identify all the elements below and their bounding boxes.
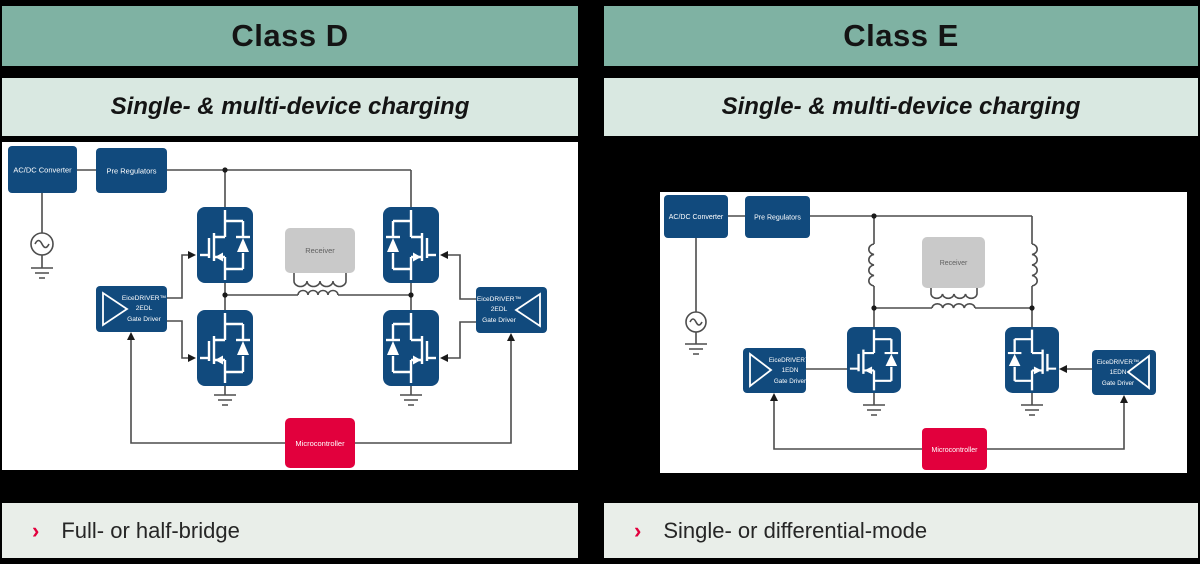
class-e-footer: › Single- or differential-mode xyxy=(604,503,1198,558)
class-e-header: Class E xyxy=(604,6,1198,66)
mosfet-block xyxy=(383,310,439,386)
svg-text:Gate Driver: Gate Driver xyxy=(774,378,806,385)
class-d-junctions xyxy=(127,167,515,362)
driver-triangle-icon xyxy=(102,291,129,327)
driver-triangle-icon xyxy=(749,352,773,388)
receiver-block: Receiver xyxy=(922,237,985,288)
svg-text:Gate Driver: Gate Driver xyxy=(482,317,517,324)
class-e-footer-text: Single- or differential-mode xyxy=(663,517,928,543)
svg-text:AC/DC Converter: AC/DC Converter xyxy=(13,166,72,175)
svg-text:Gate Driver: Gate Driver xyxy=(127,316,162,323)
microcontroller-block: Microcontroller xyxy=(922,428,987,470)
microcontroller-block: Microcontroller xyxy=(285,418,355,468)
svg-text:EiceDRIVER™: EiceDRIVER™ xyxy=(477,296,521,303)
transformer-primary-coil xyxy=(931,303,976,309)
class-e-diagram-panel: AC/DC Converter Pre Regulators Receiver … xyxy=(660,192,1187,473)
pre-regulators-block: Pre Regulators xyxy=(96,148,167,193)
ground-symbol xyxy=(863,404,885,416)
mosfet-block xyxy=(383,207,439,283)
chevron-bullet-icon: › xyxy=(634,517,642,543)
class-e-junctions xyxy=(770,213,1128,403)
ground-symbol xyxy=(685,343,707,355)
acdc-converter-block: AC/DC Converter xyxy=(664,195,728,238)
ground-symbol xyxy=(400,394,422,406)
svg-text:AC/DC Converter: AC/DC Converter xyxy=(669,214,724,221)
mosfet-block xyxy=(847,327,901,393)
class-d-header: Class D xyxy=(2,6,578,66)
ground-symbol xyxy=(31,267,53,279)
driver-triangle-icon xyxy=(1126,354,1150,390)
svg-text:Receiver: Receiver xyxy=(940,260,968,267)
class-d-footer: › Full- or half-bridge xyxy=(2,503,578,558)
svg-text:Receiver: Receiver xyxy=(305,246,335,255)
class-d-subtitle: Single- & multi-device charging xyxy=(110,93,470,120)
transformer-primary-coil xyxy=(297,289,339,296)
svg-text:Microcontroller: Microcontroller xyxy=(932,447,979,454)
class-d-circuit-diagram: AC/DC Converter Pre Regulators Receiver xyxy=(8,146,547,468)
mosfet-block xyxy=(197,310,253,386)
transformer-secondary-coil xyxy=(930,288,978,300)
ground-symbol xyxy=(1021,404,1043,416)
inductor-right xyxy=(1031,243,1038,287)
svg-text:Microcontroller: Microcontroller xyxy=(295,439,345,448)
class-e-title: Class E xyxy=(843,18,959,53)
acdc-converter-block: AC/DC Converter xyxy=(8,146,77,193)
ground-symbol xyxy=(214,394,236,406)
svg-text:EiceDRIVER™: EiceDRIVER™ xyxy=(769,357,811,364)
class-d-wire-layer xyxy=(30,169,512,444)
gate-driver-block-right: EiceDRIVER™ 2EDL Gate Driver xyxy=(476,287,547,333)
gate-driver-block-left: EiceDRIVER™ 2EDL Gate Driver xyxy=(96,286,167,332)
svg-text:Pre Regulators: Pre Regulators xyxy=(754,215,801,222)
class-e-subtitle-band: Single- & multi-device charging xyxy=(604,78,1198,136)
ac-source-icon xyxy=(685,311,707,333)
svg-text:Pre Regulators: Pre Regulators xyxy=(106,167,156,176)
pre-regulators-block: Pre Regulators xyxy=(745,196,810,238)
class-d-title: Class D xyxy=(231,18,349,53)
svg-text:EiceDRIVER™: EiceDRIVER™ xyxy=(1097,359,1139,366)
class-e-subtitle: Single- & multi-device charging xyxy=(721,93,1081,120)
receiver-block: Receiver xyxy=(285,228,355,273)
gate-driver-block-right: EiceDRIVER™ 1EDN Gate Driver xyxy=(1092,350,1156,395)
class-d-subtitle-band: Single- & multi-device charging xyxy=(2,78,578,136)
svg-text:2EDL: 2EDL xyxy=(136,305,153,312)
gate-driver-block-left: EiceDRIVER™ 1EDN Gate Driver xyxy=(743,348,811,393)
svg-text:EiceDRIVER™: EiceDRIVER™ xyxy=(122,295,166,302)
class-d-diagram-panel: AC/DC Converter Pre Regulators Receiver xyxy=(2,142,578,470)
class-e-circuit-diagram: AC/DC Converter Pre Regulators Receiver … xyxy=(664,195,1156,470)
transformer-secondary-coil xyxy=(293,273,347,288)
class-d-footer-text: Full- or half-bridge xyxy=(61,517,240,543)
inductor-left xyxy=(868,243,875,287)
mosfet-block xyxy=(197,207,253,283)
svg-text:2EDL: 2EDL xyxy=(491,306,508,313)
chevron-bullet-icon: › xyxy=(32,517,40,543)
svg-text:1EDN: 1EDN xyxy=(1110,369,1127,376)
driver-triangle-icon xyxy=(514,292,541,328)
mosfet-block xyxy=(1005,327,1059,393)
svg-text:1EDN: 1EDN xyxy=(782,367,799,374)
ac-source-icon xyxy=(30,232,54,256)
svg-text:Gate Driver: Gate Driver xyxy=(1102,380,1134,387)
